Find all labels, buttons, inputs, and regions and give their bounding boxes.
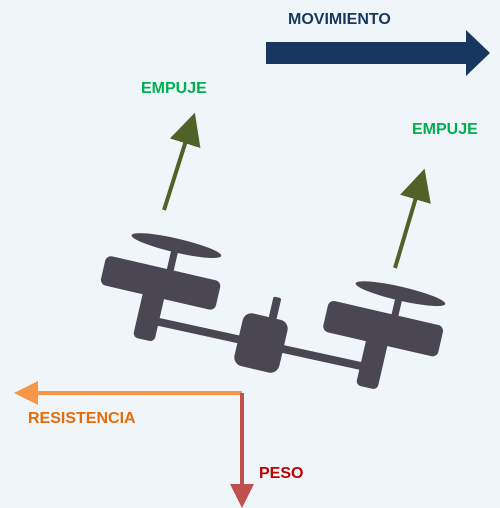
resistencia-label: RESISTENCIA xyxy=(28,410,136,427)
quadcopter-drone-icon xyxy=(100,233,446,389)
empuje-right-arrow xyxy=(393,168,431,269)
movimiento-label: MOVIMIENTO xyxy=(288,11,391,28)
empuje-right-label: EMPUJE xyxy=(412,121,478,138)
movimiento-arrow xyxy=(266,30,490,76)
peso-label: PESO xyxy=(259,465,304,482)
empuje-left-label: EMPUJE xyxy=(141,80,207,97)
empuje-left-arrow xyxy=(162,112,201,211)
